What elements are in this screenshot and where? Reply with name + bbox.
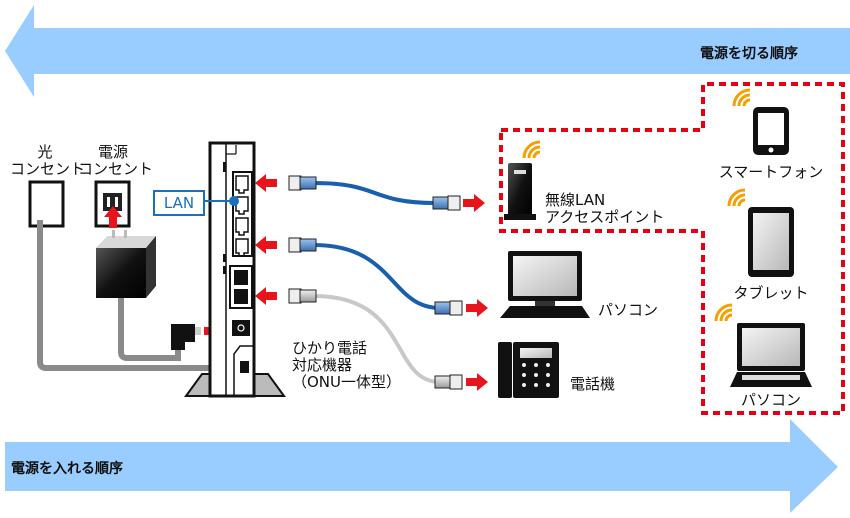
telephone-label: 電話機: [570, 375, 616, 393]
phone-plug: [288, 288, 317, 304]
power-outlet-label-line2: コンセント: [78, 160, 154, 178]
lan-cable-access-point: [313, 181, 436, 205]
power-on-order-label: 電源を入れる順序: [11, 461, 123, 477]
optical-outlet-label: 光 コンセント: [10, 143, 86, 178]
power-outlet-label-line1: 電源: [97, 143, 128, 161]
phone-cable: [313, 294, 441, 384]
desktop-pc-label: パソコン: [598, 301, 659, 319]
lan-plug: [288, 237, 317, 253]
power-off-order-arrow: [5, 5, 850, 97]
access-point-icon: [504, 140, 542, 220]
tablet-icon: [727, 188, 794, 277]
desktop-pc-icon: [500, 251, 590, 318]
optical-outlet-label-line1: 光: [37, 143, 53, 161]
telephone-icon: [498, 342, 559, 398]
laptop-label: パソコン: [740, 391, 801, 409]
laptop-icon: [714, 303, 812, 387]
access-point-label-line1: 無線LAN: [545, 191, 606, 209]
wireless-area-border: [499, 82, 845, 415]
router-onu: [208, 141, 256, 398]
lan-cable-pc: [313, 243, 441, 310]
power-on-order-arrow: [5, 419, 838, 513]
plug-in-arrow: [104, 206, 122, 228]
ac-adapter: [96, 230, 156, 298]
power-outlet-label: 電源 コンセント: [78, 143, 154, 178]
router-name-label: ひかり電話 対応機器 （ONU一体型）: [292, 340, 401, 391]
smartphone-icon: [732, 88, 789, 155]
router-name-line1: ひかり電話: [292, 339, 368, 357]
lan-plug: [288, 175, 317, 191]
router-name-line2: 対応機器: [292, 356, 353, 374]
lan-port-label: LAN: [153, 190, 205, 216]
access-point-label-line2: アクセスポイント: [545, 208, 665, 226]
lan-plug: [434, 300, 463, 316]
smartphone-label: スマートフォン: [718, 163, 824, 181]
optical-outlet: [28, 180, 65, 228]
optical-outlet-label-line2: コンセント: [10, 160, 86, 178]
lan-plug: [432, 195, 461, 211]
access-point-label: 無線LAN アクセスポイント: [545, 192, 664, 226]
power-off-order-label: 電源を切る順序: [700, 46, 798, 62]
phone-plug: [434, 374, 463, 390]
router-name-line3: （ONU一体型）: [292, 373, 402, 391]
tablet-label: タブレット: [733, 284, 809, 302]
optical-cable: [37, 220, 244, 371]
